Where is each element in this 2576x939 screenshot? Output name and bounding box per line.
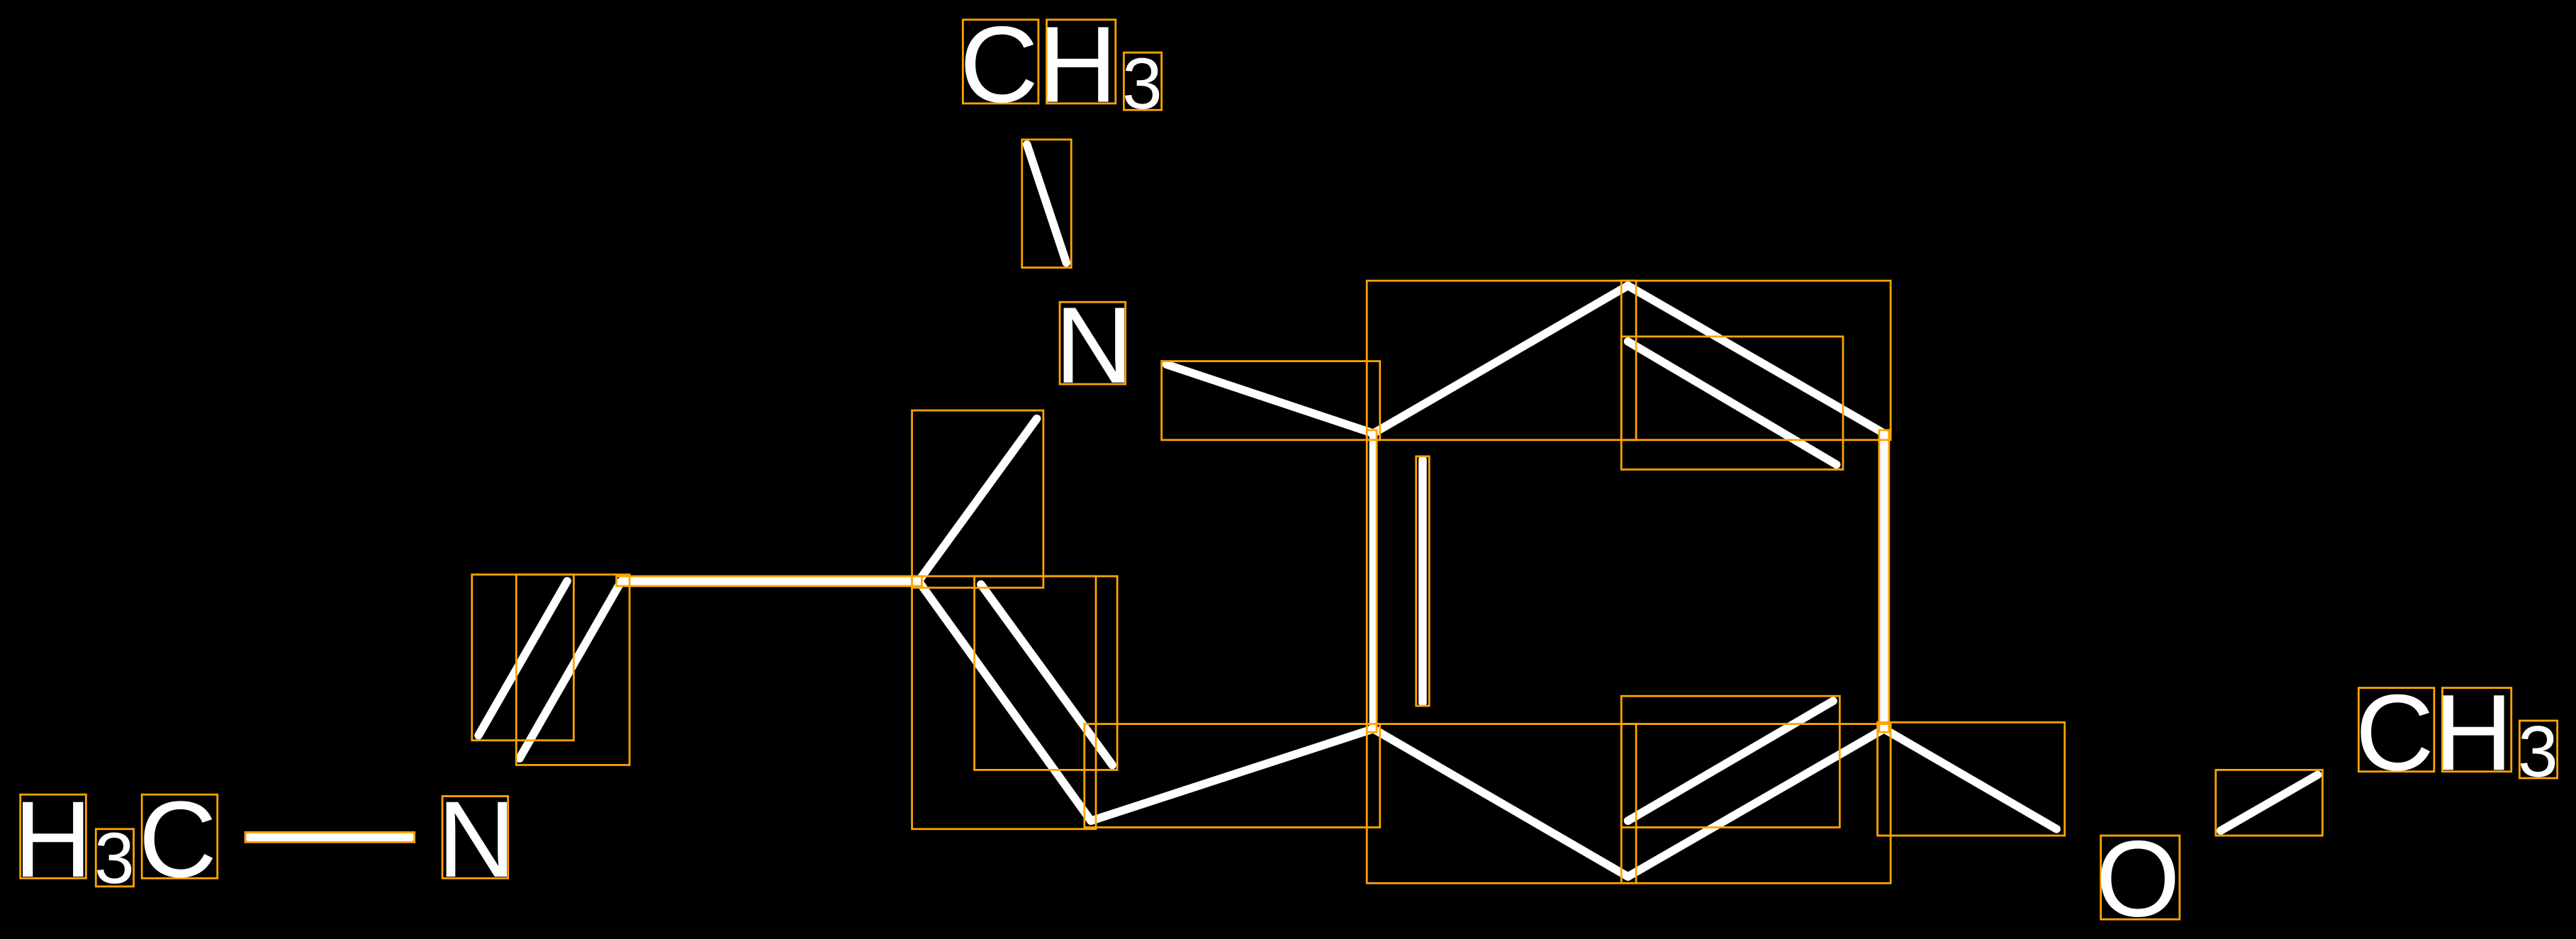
bounding-boxes [19,18,2558,921]
atom-label-methyl-right: CH [2356,673,2513,793]
bonds [244,140,2322,881]
ring-bond [1369,281,1633,438]
bond-methylene [914,414,1041,585]
atom-label-methyl-left-h: H [13,780,91,900]
atom-label-methyl-right-subscript: 3 [2518,712,2558,792]
atom-label-methyl-left-subscript: 3 [94,818,135,899]
bond-methyl-n [1022,140,1071,267]
atom-label-methyl-left-c: C [138,780,216,900]
atom-label-methyl-top-subscript: 3 [1122,43,1163,124]
ring-inner-double-bond [1623,337,1841,469]
bond-cn-double [474,577,571,740]
bond-n-ring [1162,360,1378,438]
atom-label-methyl-top: CH [960,5,1117,125]
ring-bond [1623,724,1888,881]
atom-label-n-nitrile: N [437,780,515,900]
bond-cn [515,577,626,763]
atom-label-n-top: N [1055,286,1133,406]
atom-labels: CH 3 N H 3 C N O CH 3 [13,5,2558,939]
bond-ring-ch2 [1087,724,1378,826]
bond-ring-o [1880,724,2061,833]
ring-bond [1369,724,1633,881]
ring-bond [1623,281,1888,438]
ring-inner-double-bond [1623,697,1837,826]
bond-alkene [914,577,1095,826]
bond-alkene-double [977,580,1116,770]
atom-label-oxygen: O [2096,819,2180,939]
bond-o-methyl [2216,770,2322,835]
